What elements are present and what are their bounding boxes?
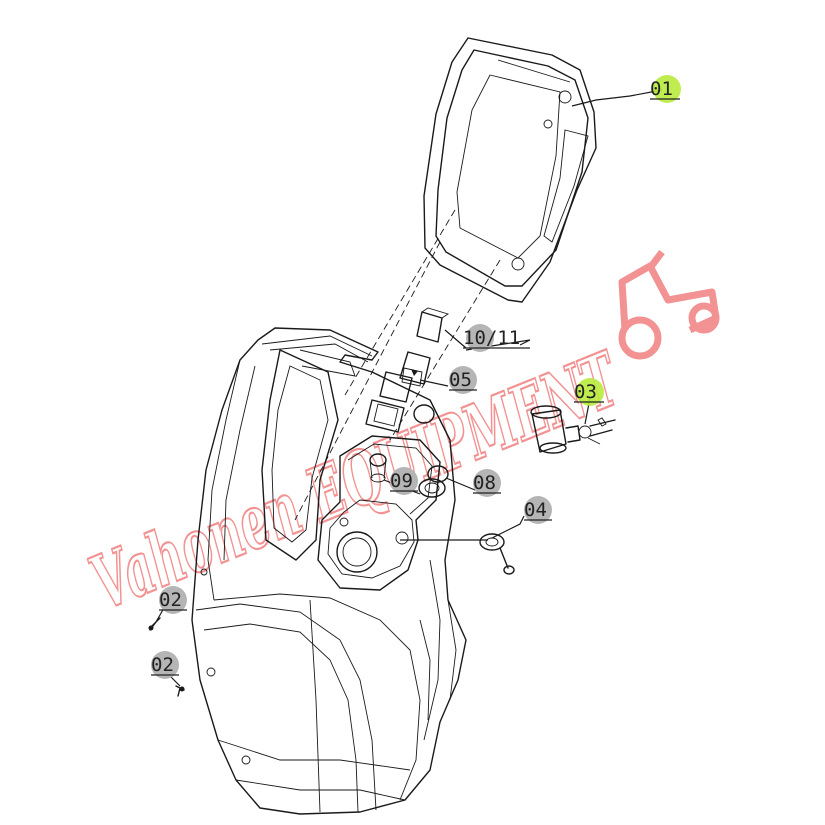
callout-marker [390,467,418,495]
console-body [191,327,467,815]
callout-marker [524,496,552,524]
callout-marker [576,378,604,406]
part-03-ignition-switch [530,405,616,454]
watermark-tractor-icon [618,249,720,360]
callout-10-11: 10/11 [463,324,530,352]
callout-02-lower: 02 [151,651,179,679]
part-09-plug [369,453,387,483]
callout-label: 04 [524,499,547,521]
callout-label: 01 [650,78,673,100]
callout-marker [466,324,494,352]
callout-label: 05 [449,369,472,391]
watermark-logo: Vahonen EQUIPMENT [78,249,720,628]
callout-label: 02 [151,654,174,676]
callout-02-upper: 02 [159,586,187,614]
callout-05: 05 [449,366,477,394]
part-10-11-switch [416,307,450,343]
part-04-fitting [479,533,515,575]
watermark-text: Vahonen EQUIPMENT [80,336,634,627]
callout-marker [159,586,187,614]
callout-label: 09 [390,470,413,492]
part-02-screw-upper [148,617,161,631]
callout-08: 08 [473,469,501,497]
callout-marker [473,469,501,497]
callout-03: 03 [574,378,604,406]
part-01-dashboard-cover [423,37,597,303]
callout-label: 02 [159,589,182,611]
callout-marker [449,366,477,394]
assembly-lines [294,209,501,521]
callout-label: 10/11 [463,327,520,349]
callout-01: 01 [650,75,681,103]
callout-label: 08 [473,472,496,494]
callout-09: 09 [390,467,418,495]
part-05-switch-housing [365,351,435,433]
callout-marker [151,651,179,679]
part-02-screw-lower [175,685,185,697]
callout-04: 04 [524,496,552,524]
callout-label: 03 [574,381,597,403]
callout-marker [653,75,681,103]
